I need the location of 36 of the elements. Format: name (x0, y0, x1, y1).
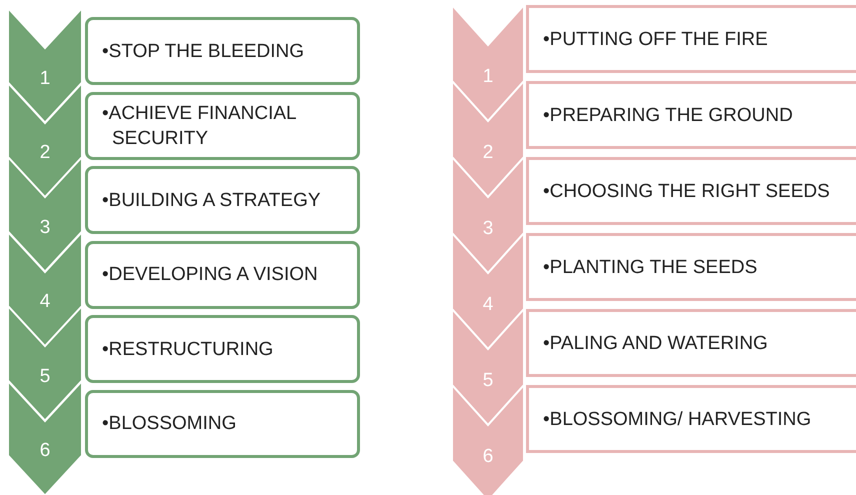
step-number: 1 (482, 66, 494, 88)
step-card (85, 315, 360, 383)
step-number: 1 (38, 68, 52, 90)
step-text: •PUTTING OFF THE FIRE (542, 28, 768, 52)
step-number: 5 (482, 370, 494, 392)
step-number: 6 (38, 440, 52, 462)
step-number: 6 (482, 446, 494, 468)
step-number: 2 (38, 142, 52, 164)
step-number: 3 (38, 216, 52, 239)
step-card (526, 157, 856, 225)
step-text: •BUILDING A STRATEGY (101, 188, 321, 212)
step-number: 4 (482, 294, 494, 316)
step-number: 5 (38, 366, 52, 388)
step-card (526, 81, 856, 149)
step-text: •PREPARING THE GROUND (542, 104, 793, 128)
step-text: •DEVELOPING A VISION (101, 263, 318, 287)
step-card (526, 233, 856, 301)
step-card (526, 5, 856, 73)
step-text: •ACHIEVE FINANCIAL SECURITY (101, 102, 297, 150)
step-card (526, 309, 856, 377)
step-text: •RESTRUCTURING (101, 338, 274, 362)
step-text: •PLANTING THE SEEDS (542, 256, 758, 280)
step-card (85, 240, 360, 308)
step-card (85, 166, 360, 234)
step-text: •STOP THE BLEEDING (101, 40, 304, 64)
step-card (85, 92, 360, 160)
step-number: 3 (482, 218, 494, 240)
step-number: 2 (482, 142, 494, 164)
step-card (85, 390, 360, 458)
step-text: •BLOSSOMING (101, 412, 236, 436)
step-number: 4 (38, 291, 52, 314)
step-text: •PALING AND WATERING (542, 332, 768, 356)
step-text: •CHOOSING THE RIGHT SEEDS (542, 180, 830, 204)
step-text: •BLOSSOMING/ HARVESTING (542, 408, 812, 432)
step-card (526, 385, 856, 453)
step-card (85, 17, 360, 85)
